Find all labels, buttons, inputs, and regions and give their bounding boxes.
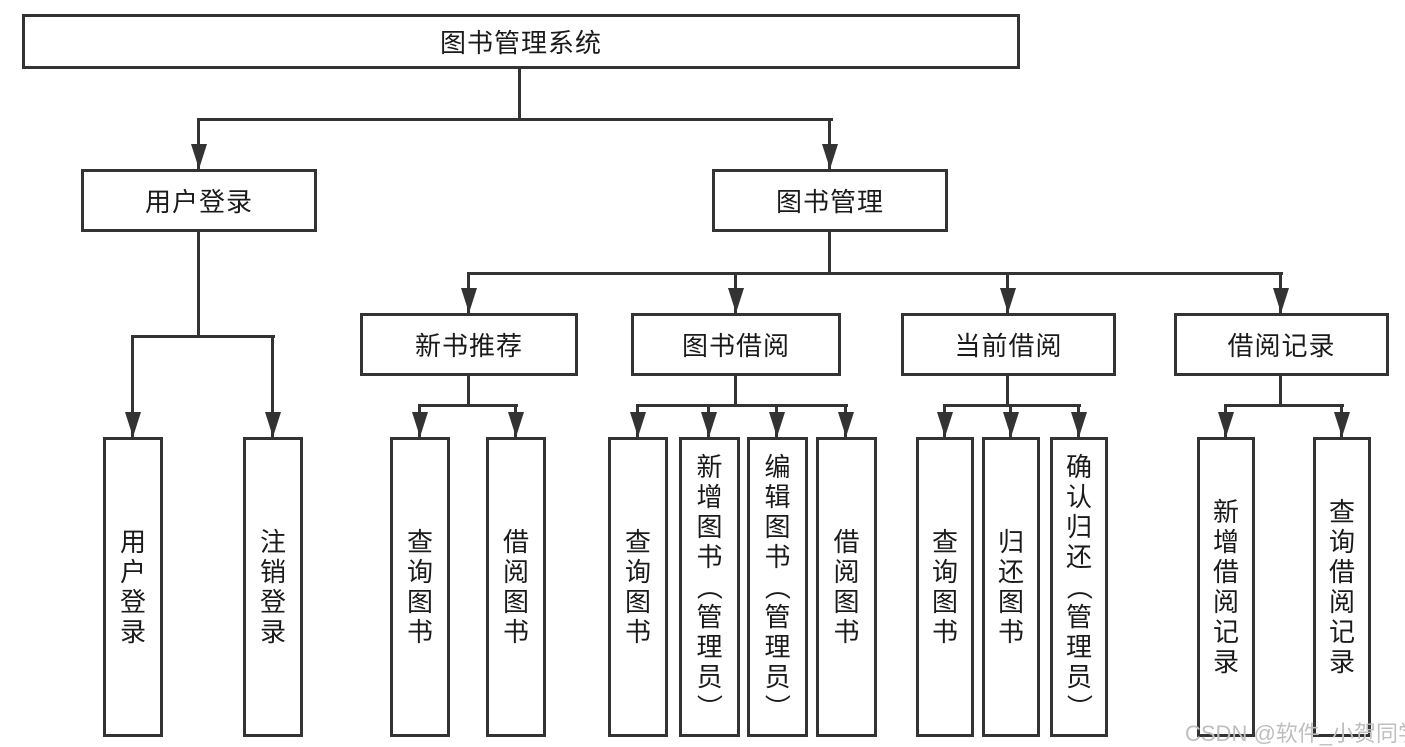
- arrowhead-leaf-logout: [265, 412, 281, 437]
- connector-root-drop-left: [197, 118, 200, 169]
- leaf-newbooks-borrow: 借阅图书: [486, 437, 546, 737]
- connector-root-drop-right: [828, 118, 831, 169]
- connector-userlogin-stem: [197, 232, 200, 335]
- arrowhead-borrow-records: [1273, 288, 1289, 313]
- arrowhead-newbooks-borrow: [508, 412, 524, 437]
- connector-bookmgmt-rail: [467, 272, 1283, 275]
- node-current-borrow: 当前借阅: [901, 313, 1116, 376]
- arrowhead-bookborrow-borrow: [838, 412, 854, 437]
- leaf-current-query: 查询图书: [916, 437, 974, 737]
- watermark-csdn: CSDN @软件_小贺同学: [1185, 721, 1405, 746]
- connector-newbooks-rail: [418, 404, 518, 407]
- node-user-login: 用户登录: [81, 169, 317, 232]
- leaf-current-confirm-admin: 确认归还（管理员）: [1050, 437, 1108, 737]
- arrowhead-records-add: [1218, 412, 1234, 437]
- arrowhead-current-borrow: [1000, 288, 1016, 313]
- node-new-book-recommend: 新书推荐: [360, 313, 578, 376]
- leaf-borrow-edit-admin: 编辑图书（管理员）: [747, 437, 808, 737]
- arrowhead-book-borrow: [728, 288, 744, 313]
- leaf-borrow-query: 查询图书: [608, 437, 668, 737]
- connector-currentborrow-stem: [1006, 376, 1009, 404]
- node-book-management: 图书管理: [712, 169, 948, 232]
- connector-root-stem: [518, 69, 521, 118]
- leaf-newbooks-query: 查询图书: [390, 437, 450, 737]
- connector-records-rail: [1224, 404, 1344, 407]
- arrowhead-bookborrow-query: [630, 412, 646, 437]
- leaf-user-login: 用户登录: [103, 437, 163, 737]
- arrowhead-records-query: [1334, 412, 1350, 437]
- arrowhead-user-login: [191, 144, 207, 169]
- connector-bookborrow-rail: [636, 404, 848, 407]
- leaf-logout: 注销登录: [243, 437, 303, 737]
- connector-userlogin-drop-2: [271, 335, 274, 437]
- arrowhead-current-return: [1003, 412, 1019, 437]
- arrowhead-current-query: [937, 412, 953, 437]
- connector-newbooks-stem: [467, 376, 470, 404]
- leaf-records-add: 新增借阅记录: [1197, 437, 1255, 737]
- connector-bookmgmt-stem: [828, 232, 831, 272]
- arrowhead-new-books: [461, 288, 477, 313]
- node-book-borrow: 图书借阅: [631, 313, 841, 376]
- arrowhead-bookborrow-add: [701, 412, 717, 437]
- node-root-system: 图书管理系统: [22, 14, 1020, 69]
- leaf-borrow-add-admin: 新增图书（管理员）: [679, 437, 740, 737]
- leaf-records-query: 查询借阅记录: [1313, 437, 1371, 737]
- connector-bookborrow-stem: [734, 376, 737, 404]
- arrowhead-bookborrow-edit: [769, 412, 785, 437]
- node-borrow-records: 借阅记录: [1174, 313, 1389, 376]
- arrowhead-newbooks-query: [412, 412, 428, 437]
- connector-userlogin-rail: [131, 335, 275, 338]
- arrowhead-leaf-user-login: [125, 412, 141, 437]
- connector-currentborrow-rail: [943, 404, 1081, 407]
- connector-root-rail: [197, 118, 833, 121]
- connector-userlogin-drop-1: [131, 335, 134, 437]
- connector-records-stem: [1279, 376, 1282, 404]
- arrowhead-book-management: [822, 144, 838, 169]
- leaf-current-return: 归还图书: [982, 437, 1040, 737]
- arrowhead-current-confirm: [1071, 412, 1087, 437]
- leaf-borrow-borrow: 借阅图书: [816, 437, 877, 737]
